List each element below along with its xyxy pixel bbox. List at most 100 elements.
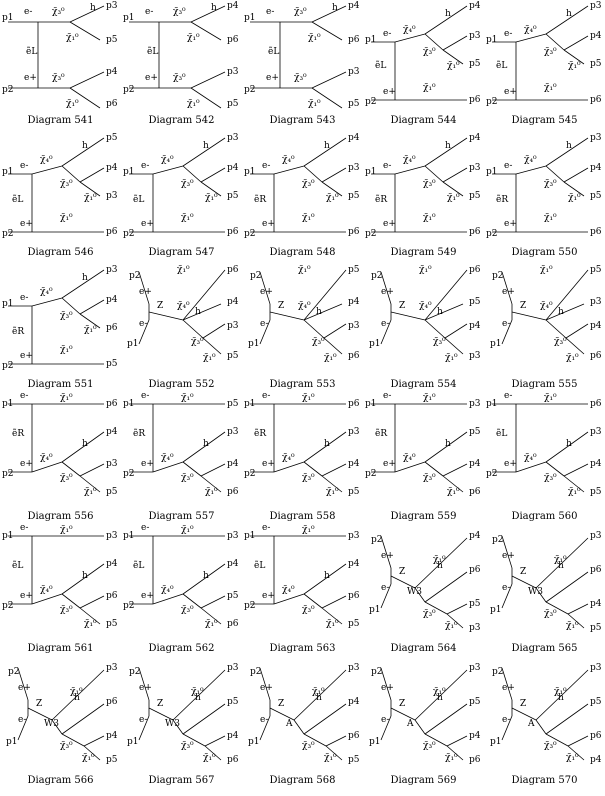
- particle-label: χ̃₁⁰: [445, 352, 458, 363]
- particle-label: e+: [139, 683, 152, 693]
- particle-label: χ̃₄⁰: [40, 286, 53, 297]
- particle-label: p4: [348, 559, 360, 569]
- particle-label: h: [203, 571, 209, 581]
- particle-label: ẽL: [496, 428, 507, 439]
- propagator-line: [303, 431, 347, 463]
- particle-label: p6: [469, 95, 481, 105]
- propagator-line: [321, 595, 347, 609]
- particle-label: h: [324, 439, 330, 449]
- particle-label: χ̃₃⁰: [60, 604, 73, 615]
- propagator-line: [424, 319, 446, 339]
- particle-label: p1: [123, 167, 135, 177]
- propagator-line: [545, 303, 585, 321]
- particle-label: ẽL: [133, 560, 144, 571]
- propagator-line: [446, 613, 464, 629]
- particle-label: p3: [469, 31, 481, 41]
- particle-label: p2: [371, 667, 383, 677]
- particle-label: χ̃₁⁰: [82, 752, 95, 763]
- particle-label: p5: [227, 591, 239, 601]
- particle-label: p3: [348, 531, 360, 541]
- particle-label: p2: [371, 535, 383, 545]
- particle-label: e+: [504, 219, 517, 229]
- propagator-line: [515, 461, 547, 473]
- particle-label: p1: [490, 737, 502, 747]
- particle-label: p3: [106, 459, 118, 469]
- propagator-line: [535, 587, 547, 603]
- particle-label: A: [527, 719, 535, 729]
- particle-label: e+: [502, 287, 515, 297]
- particle-label: e+: [141, 219, 154, 229]
- propagator-line: [293, 719, 305, 735]
- propagator-line: [424, 5, 468, 35]
- particle-label: e+: [262, 219, 275, 229]
- particle-label: p6: [348, 227, 360, 237]
- particle-label: p4: [227, 731, 239, 741]
- propagator-line: [325, 735, 347, 747]
- propagator-line: [442, 463, 468, 477]
- particle-label: χ̃₁⁰: [326, 486, 339, 497]
- propagator-line: [273, 593, 305, 605]
- particle-label: p5: [469, 191, 481, 201]
- particle-label: p2: [486, 97, 498, 107]
- particle-label: χ̃₁⁰: [298, 264, 311, 275]
- propagator-line: [424, 571, 468, 603]
- propagator-line: [563, 475, 585, 493]
- propagator-line: [321, 167, 347, 183]
- particle-label: χ̃₁⁰: [447, 192, 460, 203]
- particle-label: p1: [365, 35, 377, 45]
- particle-label: ẽL: [133, 194, 144, 205]
- particle-label: p4: [106, 163, 118, 173]
- propagator-line: [31, 297, 63, 307]
- particle-label: p3: [348, 163, 360, 173]
- propagator-line: [563, 181, 585, 197]
- particle-label: ẽR: [375, 194, 387, 205]
- particle-label: p5: [590, 697, 602, 707]
- particle-label: χ̃₁⁰: [84, 486, 97, 497]
- particle-label: A: [285, 719, 293, 729]
- particle-label: p5: [348, 487, 360, 497]
- particle-label: χ̃₃⁰: [302, 740, 315, 751]
- particle-label: χ̃₁⁰: [566, 352, 579, 363]
- particle-label: p4: [348, 459, 360, 469]
- particle-label: Z: [278, 699, 284, 709]
- particle-label: χ̃₄⁰: [298, 300, 311, 311]
- diagram-caption: Diagram 543: [269, 115, 336, 126]
- particle-label: χ̃₄⁰: [40, 154, 53, 165]
- particle-label: χ̃₃⁰: [60, 178, 73, 189]
- particle-label: χ̃₃⁰: [423, 740, 436, 751]
- particle-label: ẽL: [147, 46, 158, 57]
- particle-label: e+: [20, 351, 33, 361]
- diagram-caption: Diagram 567: [148, 775, 215, 786]
- particle-label: Z: [157, 301, 163, 311]
- particle-label: e+: [381, 683, 394, 693]
- propagator-line: [293, 669, 347, 721]
- particle-label: p4: [590, 163, 602, 173]
- particle-label: h: [437, 307, 443, 317]
- particle-label: p1: [486, 399, 498, 409]
- propagator-line: [61, 703, 105, 735]
- particle-label: p1: [244, 399, 256, 409]
- diagram-caption: Diagram 565: [511, 643, 578, 654]
- propagator-line: [303, 733, 327, 747]
- propagator-line: [204, 735, 226, 747]
- particle-label: χ̃₁⁰: [60, 212, 73, 223]
- particle-label: p3: [469, 663, 481, 673]
- particle-label: p3: [227, 531, 239, 541]
- particle-label: p2: [486, 229, 498, 239]
- particle-label: p3: [469, 399, 481, 409]
- particle-label: p3: [227, 67, 239, 77]
- propagator-line: [501, 319, 513, 345]
- particle-label: p6: [348, 35, 360, 45]
- diagram-caption: Diagram 551: [27, 379, 94, 390]
- particle-label: p2: [486, 469, 498, 479]
- particle-label: χ̃₁⁰: [554, 686, 567, 697]
- propagator-line: [61, 297, 81, 315]
- propagator-line: [69, 71, 105, 89]
